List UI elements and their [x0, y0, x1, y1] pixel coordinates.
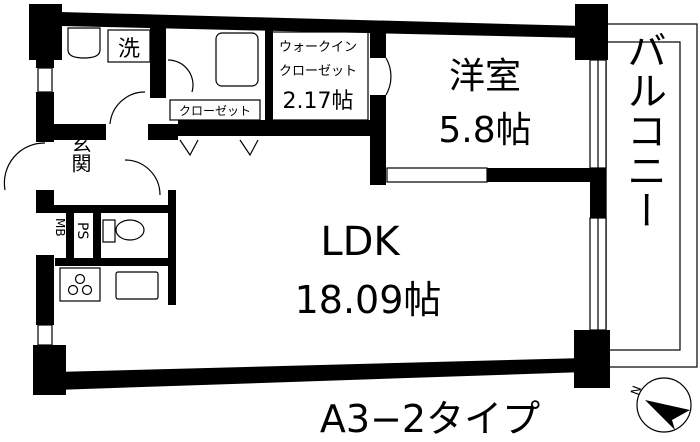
walk-in-closet-label-1: ウォークイン [279, 40, 357, 55]
balcony: バルコニー [605, 23, 698, 368]
mb-label: MB [53, 218, 67, 237]
ldk-size: 18.09帖 [295, 278, 442, 322]
bathtub-icon [215, 32, 259, 87]
svg-text:バルコニー: バルコニー [620, 30, 666, 230]
stove-icon [59, 267, 101, 302]
wash-basin-icon [67, 27, 101, 59]
north-arrow-icon: N [628, 377, 692, 433]
compass-label: N [628, 384, 644, 397]
ldk-name: LDK [320, 219, 401, 265]
fixtures [59, 27, 259, 302]
windows [37, 59, 607, 346]
walk-in-closet-label-2: クローゼット [279, 64, 357, 79]
doors [3, 57, 392, 196]
closet-label: クローゼット [179, 104, 251, 118]
western-room-size: 5.8帖 [438, 110, 531, 151]
sink-icon [115, 271, 159, 300]
washroom-label: 洗 [118, 37, 140, 62]
ps-label: PS [74, 222, 90, 239]
balcony-label: バルコニー [620, 30, 666, 230]
entrance-label: 玄関 [68, 133, 92, 173]
type-label: A3−2タイプ [320, 397, 540, 441]
toilet-icon [115, 219, 145, 241]
walls [29, 4, 610, 395]
walk-in-closet-size: 2.17帖 [283, 89, 354, 114]
western-room-name: 洋室 [449, 56, 521, 97]
